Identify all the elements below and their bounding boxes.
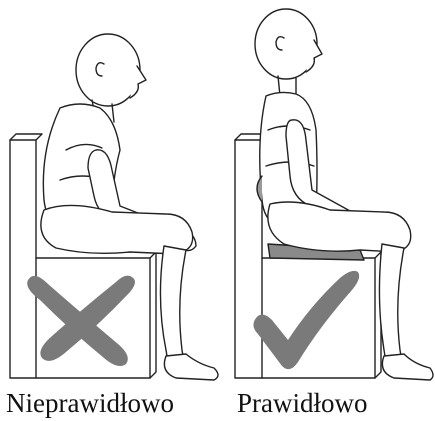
label-incorrect: Nieprawidłowo xyxy=(6,388,174,418)
check-mark-icon xyxy=(253,271,359,369)
cross-mark-icon xyxy=(27,276,135,366)
label-correct: Prawidłowo xyxy=(237,388,368,418)
lumbar-support xyxy=(257,176,262,202)
figure-upright xyxy=(255,9,433,380)
panel-right xyxy=(235,9,433,380)
panel-wrong xyxy=(10,34,218,380)
